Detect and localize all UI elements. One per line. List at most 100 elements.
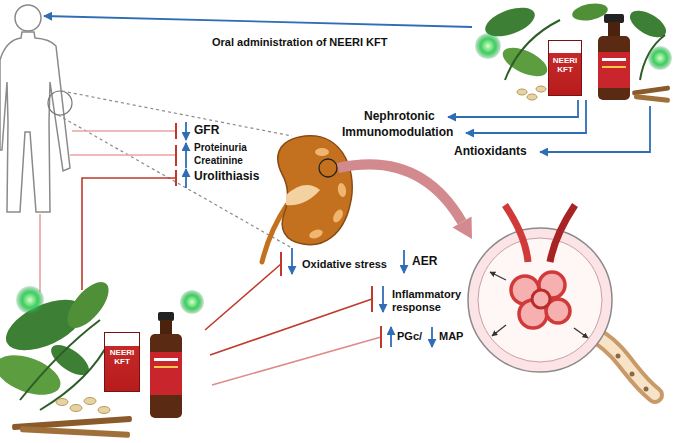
herbal-product xyxy=(180,290,204,314)
product-box: NEERI KFT xyxy=(104,332,140,392)
herbal-product xyxy=(598,52,630,88)
herbal-product xyxy=(98,407,110,414)
herbal-product xyxy=(16,286,44,314)
effect-label: PGc/ xyxy=(397,330,422,343)
herbal-product xyxy=(634,94,670,103)
herbal-product xyxy=(648,46,672,70)
oral-arrow xyxy=(44,16,472,27)
effect-label: Nephrotonic xyxy=(364,110,435,124)
herbal-product xyxy=(536,86,546,92)
herbal-product xyxy=(154,366,178,368)
herbal-product xyxy=(158,312,174,321)
change-arrow xyxy=(185,122,187,140)
herbal-product xyxy=(632,85,670,95)
herbal-product xyxy=(0,275,204,438)
herbal-product xyxy=(598,36,630,100)
zoom-arrow xyxy=(338,164,462,222)
herbal-product xyxy=(527,94,537,100)
herbal-product xyxy=(20,426,130,438)
callout-line xyxy=(58,115,290,247)
kidney xyxy=(278,136,352,245)
change-arrow xyxy=(185,143,187,168)
herbal-product xyxy=(602,58,626,61)
effect-label: MAP xyxy=(439,330,463,343)
kidney xyxy=(331,208,345,224)
zoom-arrow xyxy=(453,217,473,240)
effect-label: Oxidative stress xyxy=(302,258,387,271)
kidney xyxy=(315,148,329,156)
glomerulus xyxy=(574,328,588,338)
glomerulus xyxy=(630,372,635,377)
glomerulus xyxy=(532,290,550,308)
inhibition-line xyxy=(40,123,381,385)
glomerulus xyxy=(550,205,575,262)
kidney xyxy=(337,182,347,197)
glomerulus xyxy=(505,205,528,262)
change-arrow xyxy=(291,248,293,274)
glomerulus xyxy=(468,205,655,395)
product-box: NEERI KFT xyxy=(548,40,582,96)
glomerulus xyxy=(616,354,621,359)
oral-arrow xyxy=(44,16,472,27)
herbal-product xyxy=(475,1,672,103)
glomerulus xyxy=(600,338,655,395)
inhibition-line xyxy=(371,286,373,312)
inhibition-line xyxy=(380,326,382,348)
effect-arrow xyxy=(466,100,586,133)
effect-label: Proteinuria xyxy=(194,142,247,154)
inhibition-line xyxy=(212,337,381,385)
effect-arrow xyxy=(540,106,650,152)
human-figure xyxy=(0,5,72,212)
glomerulus xyxy=(492,325,506,336)
inhibition-line xyxy=(70,154,176,156)
inhibition-line xyxy=(175,170,177,186)
inhibition-line xyxy=(72,130,176,132)
herbal-product xyxy=(84,398,96,405)
effect-arrow xyxy=(448,100,578,117)
route-label: Oral administration of NEERI KFT xyxy=(212,36,387,49)
effect-label: GFR xyxy=(194,124,219,138)
effect-label: Immunomodulation xyxy=(342,126,453,140)
herbal-product xyxy=(150,352,182,395)
human-figure xyxy=(0,32,70,212)
change-arrow xyxy=(390,327,392,347)
change-arrow xyxy=(186,122,432,347)
effect-label: Inflammatory response xyxy=(392,288,472,313)
herbal-product xyxy=(604,14,624,23)
product-name: NEERI KFT xyxy=(107,349,137,367)
kidney xyxy=(262,136,352,262)
inhibition-line xyxy=(280,252,282,276)
herbal-product xyxy=(20,320,110,410)
kidney xyxy=(308,228,324,240)
herbal-product xyxy=(160,320,172,335)
herbal-product xyxy=(150,334,182,418)
kidney xyxy=(262,205,287,262)
change-arrow xyxy=(403,250,405,273)
zoom-arrow xyxy=(338,164,472,239)
glomerulus xyxy=(478,238,602,362)
herbal-product xyxy=(60,275,116,335)
glomerulus xyxy=(600,338,655,395)
herbal-product xyxy=(571,1,609,23)
effect-label: Urolithiasis xyxy=(194,170,259,184)
kidney xyxy=(319,159,337,177)
herbal-product xyxy=(517,89,527,95)
herbal-product xyxy=(505,20,665,80)
glomerulus xyxy=(490,272,506,280)
inhibition-line xyxy=(82,178,176,290)
callout-line xyxy=(58,91,292,247)
inhibition-line xyxy=(175,123,177,139)
herbal-product xyxy=(608,22,620,37)
effect-label: AER xyxy=(412,255,437,269)
change-arrow xyxy=(431,327,433,347)
herbal-product xyxy=(70,405,82,412)
glomerulus xyxy=(468,228,612,372)
kidney xyxy=(286,185,320,205)
inhibition-line xyxy=(175,145,177,166)
change-arrow xyxy=(382,286,384,312)
herbal-product xyxy=(475,33,501,59)
herbal-product xyxy=(602,66,626,68)
inhibition-line xyxy=(205,264,281,330)
herbal-product xyxy=(56,399,68,406)
